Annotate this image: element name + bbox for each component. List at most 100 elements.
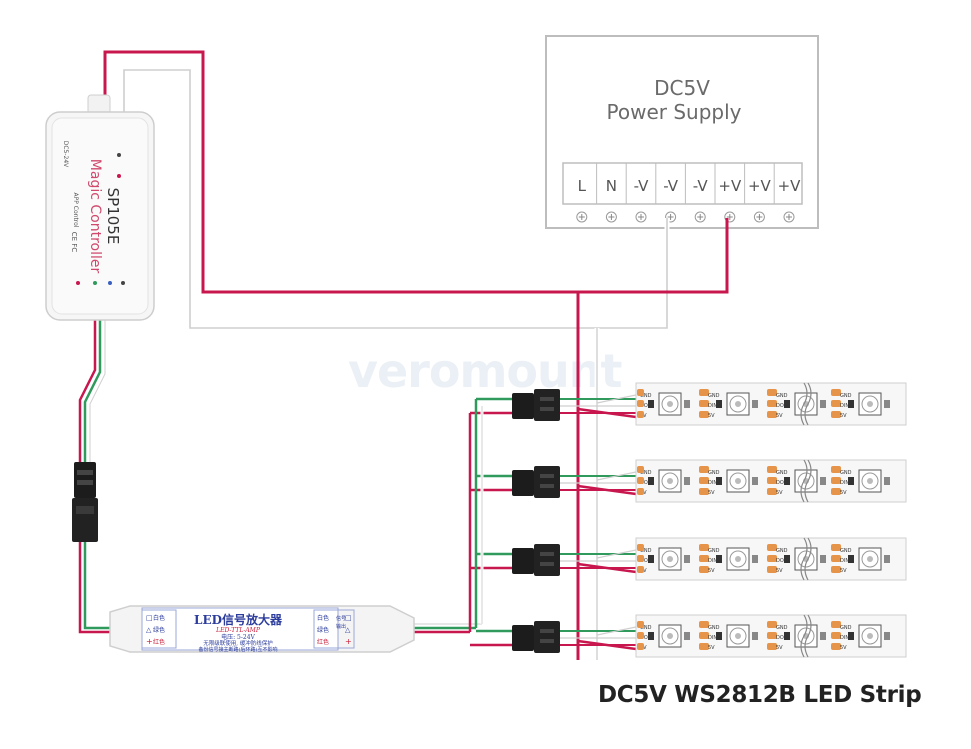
psu-title-line2: Power Supply	[607, 100, 742, 124]
amp-right-label: 信号	[336, 615, 346, 622]
psu-terminal-label: N	[606, 177, 617, 195]
copper-pad	[699, 555, 709, 562]
strip-pad-label: DIN	[708, 558, 717, 564]
copper-pad	[831, 621, 841, 628]
amp-subtitle: LED-TTL-AMP	[215, 627, 261, 634]
amp-title: LED信号放大器	[194, 612, 283, 627]
amp-left-label: 白色	[153, 614, 165, 622]
controller-marks: CE FC	[70, 232, 78, 253]
signal-amplifier: LED信号放大器 LED-TTL-AMP 电压: 5-24V 无限级联使用, 缓…	[109, 605, 415, 653]
copper-pad	[699, 621, 709, 628]
copper-pad	[831, 632, 841, 639]
strip-pad-label: GND	[840, 625, 852, 631]
amp-right-label: 绿色	[317, 626, 329, 634]
copper-pad	[831, 544, 841, 551]
strip-pad-label: 5V	[840, 413, 847, 419]
controller-output-dot	[121, 281, 125, 285]
controller-port-dot	[117, 174, 121, 178]
led-strip: GNDDO5VGNDDIN5VGNDDO5VGNDDIN5V	[635, 537, 907, 581]
cut-mark	[800, 382, 808, 426]
amp-note1: 无限级联使用, 缓冲防线保护	[203, 639, 273, 647]
strip-pad-label: GND	[776, 625, 788, 631]
copper-pad	[699, 466, 709, 473]
caption: DC5V WS2812B LED Strip	[598, 682, 922, 708]
strip-pad-label: DO	[640, 558, 648, 564]
strip-pad-label: DIN	[708, 480, 717, 486]
strip-pad-label: 5V	[776, 645, 783, 651]
copper-pad	[767, 643, 777, 650]
strip-pad-label: DIN	[840, 558, 849, 564]
copper-pad	[767, 544, 777, 551]
jst-connector	[512, 544, 560, 576]
controller-brand: Magic Controller	[87, 159, 103, 274]
strip-pad-label: GND	[708, 548, 720, 554]
copper-pad	[767, 389, 777, 396]
strip-pad-label: GND	[640, 548, 652, 554]
copper-pad	[767, 477, 777, 484]
wire-red-ctrl-vcc	[103, 50, 729, 294]
strip-pad-label: GND	[640, 393, 652, 399]
copper-pad	[831, 400, 841, 407]
amp-voltage: 电压: 5-24V	[221, 633, 255, 641]
controller-model: SP105E	[104, 188, 122, 245]
copper-pad	[699, 566, 709, 573]
strip-pad-label: DIN	[840, 403, 849, 409]
strip-pad-label: GND	[776, 470, 788, 476]
strip-pad-label: DO	[640, 635, 648, 641]
copper-pad	[831, 389, 841, 396]
strip-pad-label: 5V	[840, 568, 847, 574]
svg-text:△: △	[345, 626, 351, 634]
led-strip: GNDDO5VGNDDIN5VGNDDO5VGNDDIN5V	[635, 382, 907, 426]
copper-pad	[699, 411, 709, 418]
copper-pad	[699, 389, 709, 396]
copper-pad	[767, 400, 777, 407]
copper-pad	[699, 400, 709, 407]
strip-pad-label: DIN	[708, 403, 717, 409]
controller-app-label: APP Control	[72, 193, 79, 228]
strip-pad-label: GND	[640, 470, 652, 476]
psu-title-line1: DC5V	[654, 76, 710, 100]
copper-pad	[767, 488, 777, 495]
strip-pad-label: GND	[708, 470, 720, 476]
copper-pad	[767, 411, 777, 418]
psu-terminal-label: -V	[634, 177, 650, 195]
strip-pad-label: 5V	[708, 568, 715, 574]
svg-text:+: +	[146, 637, 153, 646]
strip-pad-label: GND	[840, 548, 852, 554]
cut-mark	[800, 459, 808, 503]
led-strip: GNDDO5VGNDDIN5VGNDDO5VGNDDIN5V	[635, 614, 907, 658]
svg-text:□: □	[146, 614, 153, 622]
strip-pad-label: GND	[840, 393, 852, 399]
amp-right-label: 白色	[317, 614, 329, 622]
strip-pad-label: DIN	[840, 635, 849, 641]
controller-input-label: DC5-24V	[62, 141, 69, 168]
psu-terminal-label: -V	[663, 177, 679, 195]
copper-pad	[767, 466, 777, 473]
controller-port-dot	[117, 153, 121, 157]
psu-terminal-label: +V	[748, 177, 772, 195]
psu-terminal-label: +V	[718, 177, 742, 195]
jst-connector	[512, 389, 560, 421]
led-strips: GND DO 5V GND DIN 5V GND DO 5V GND DIN 5V GND DO 5V GND…	[512, 382, 907, 658]
strip-pad-label: 5V	[840, 645, 847, 651]
svg-text:△: △	[146, 626, 152, 634]
strip-pad-label: GND	[776, 393, 788, 399]
strip-pad-label: DIN	[840, 480, 849, 486]
amp-note2: 备份信号接主断路(后环路)互不影响	[199, 646, 278, 653]
amp-right-label: 输出	[336, 623, 346, 630]
strip-pad-label: GND	[776, 548, 788, 554]
strip-pad-label: DO	[640, 480, 648, 486]
copper-pad	[699, 632, 709, 639]
amp-left-label: 红色	[153, 638, 165, 646]
sp105e-controller: SP105E Magic Controller APP Control DC5-…	[45, 94, 155, 321]
jst-connector	[512, 621, 560, 653]
strip-pad-label: 5V	[840, 490, 847, 496]
strip-pad-label: 5V	[708, 413, 715, 419]
jst-connector-left	[72, 462, 98, 542]
copper-pad	[831, 566, 841, 573]
copper-pad	[767, 621, 777, 628]
